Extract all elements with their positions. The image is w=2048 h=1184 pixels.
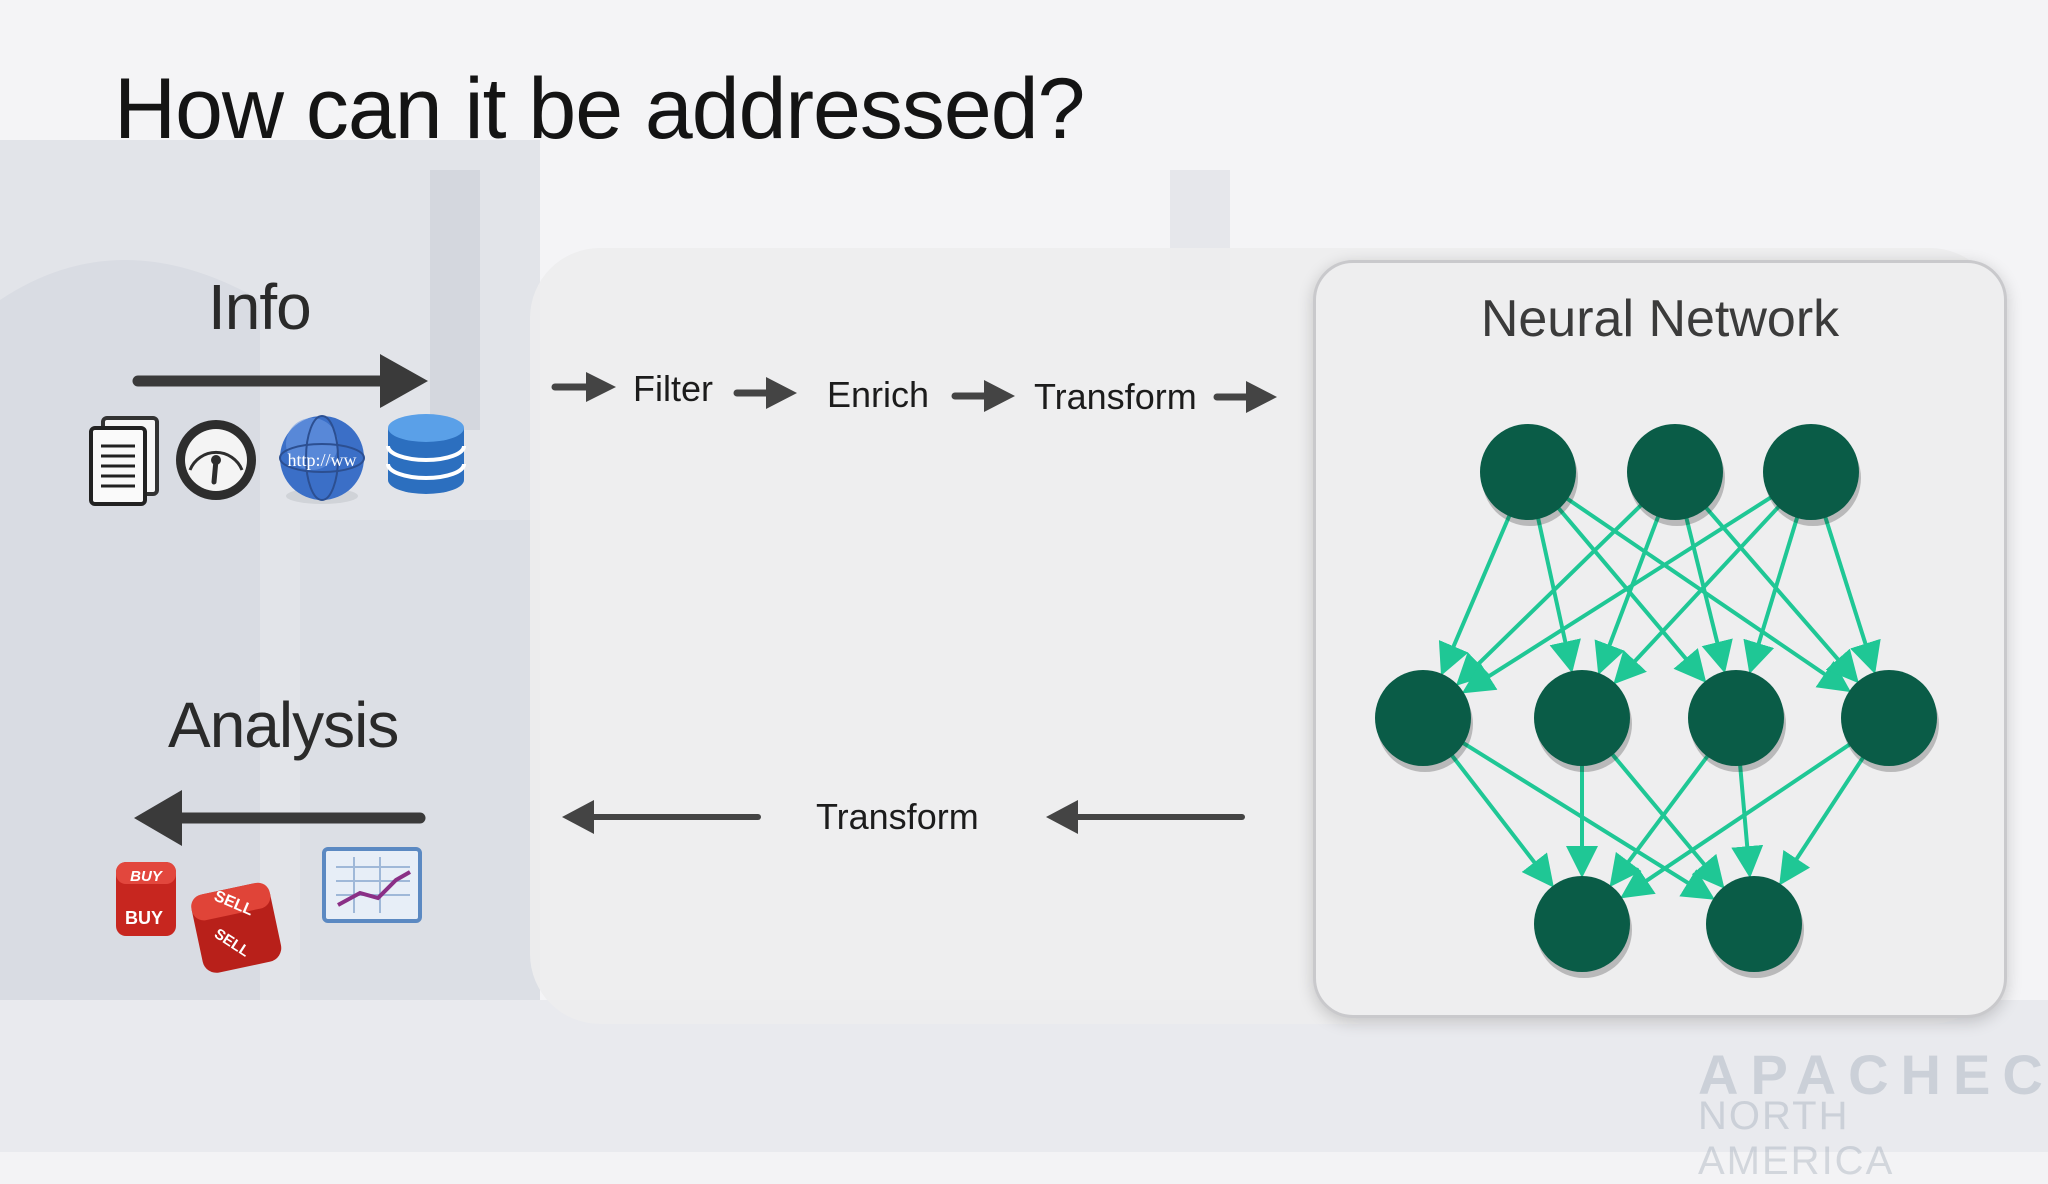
pipeline-arrow-4: [1213, 381, 1277, 413]
slide-title: How can it be addressed?: [114, 61, 1085, 157]
nn-edge-l0-1-2: [1683, 512, 1733, 674]
pipeline-arrow-3: [951, 380, 1015, 412]
svg-text:BUY: BUY: [130, 868, 164, 885]
pipeline-arrow-2: [733, 377, 797, 409]
nn-edge-l1-1-1: [1607, 748, 1725, 889]
nn-edge-l0-2-1: [1613, 501, 1784, 685]
nn-edge-l0-2-2: [1743, 511, 1801, 674]
nn-edge-l1-3-0: [1620, 739, 1856, 899]
chart-icon: [322, 847, 422, 923]
diagram-arrows: http://ww BUY BUY SELL SELL: [89, 354, 1277, 973]
neural-network-title: Neural Network: [1480, 290, 1840, 348]
nn-edge-l0-1-1: [1594, 510, 1663, 675]
buy-dice-icon: BUY BUY: [116, 862, 176, 936]
globe-icon: http://ww: [279, 415, 365, 504]
step-enrich: Enrich: [827, 374, 930, 415]
return-arrow-1: [562, 800, 761, 834]
nn-node-l1-2: [1688, 670, 1784, 766]
nn-edge-l1-2-0: [1609, 750, 1713, 888]
info-arrow: [132, 354, 428, 408]
analysis-label: Analysis: [168, 689, 399, 761]
nn-node-l1-0: [1375, 670, 1471, 766]
nn-node-l0-1: [1627, 424, 1723, 520]
nn-node-l2-1: [1706, 876, 1802, 972]
document-icon: [89, 416, 159, 506]
return-step-transform: Transform: [816, 796, 979, 837]
sell-dice-icon: SELL SELL: [191, 882, 282, 973]
pipeline-arrow-1: [551, 372, 616, 402]
nn-node-l0-0: [1480, 424, 1576, 520]
nn-edge-l0-0-0: [1438, 509, 1514, 676]
globe-text: http://ww: [287, 450, 356, 470]
nn-edge-l0-2-3: [1821, 511, 1881, 675]
nn-edge-l1-0-0: [1447, 750, 1554, 888]
nn-edge-l1-0-1: [1457, 738, 1715, 900]
nn-node-l1-3: [1841, 670, 1937, 766]
analysis-arrow: [134, 790, 426, 846]
return-arrow-2: [1046, 800, 1245, 834]
nn-node-l0-2: [1763, 424, 1859, 520]
nn-node-l1-1: [1534, 670, 1630, 766]
nn-edge-l0-1-3: [1701, 502, 1859, 684]
watermark-apachecon: APACHECON: [1698, 1043, 2048, 1106]
neural-network-panel: Neural Network: [1313, 260, 2007, 1018]
step-transform: Transform: [1034, 376, 1197, 417]
nn-edge-l0-2-0: [1461, 492, 1777, 694]
nn-edge-l0-1-0: [1455, 499, 1647, 686]
watermark-north-america: NORTH AMERICA: [1698, 1094, 1895, 1183]
nn-edge-l1-3-1: [1779, 752, 1868, 886]
step-filter: Filter: [633, 368, 713, 409]
gauge-icon: [176, 420, 256, 500]
database-icon: [386, 414, 466, 494]
neural-network-graph: [1375, 424, 1939, 978]
info-label: Info: [208, 271, 312, 343]
nn-node-l2-0: [1534, 876, 1630, 972]
svg-text:BUY: BUY: [125, 908, 163, 928]
